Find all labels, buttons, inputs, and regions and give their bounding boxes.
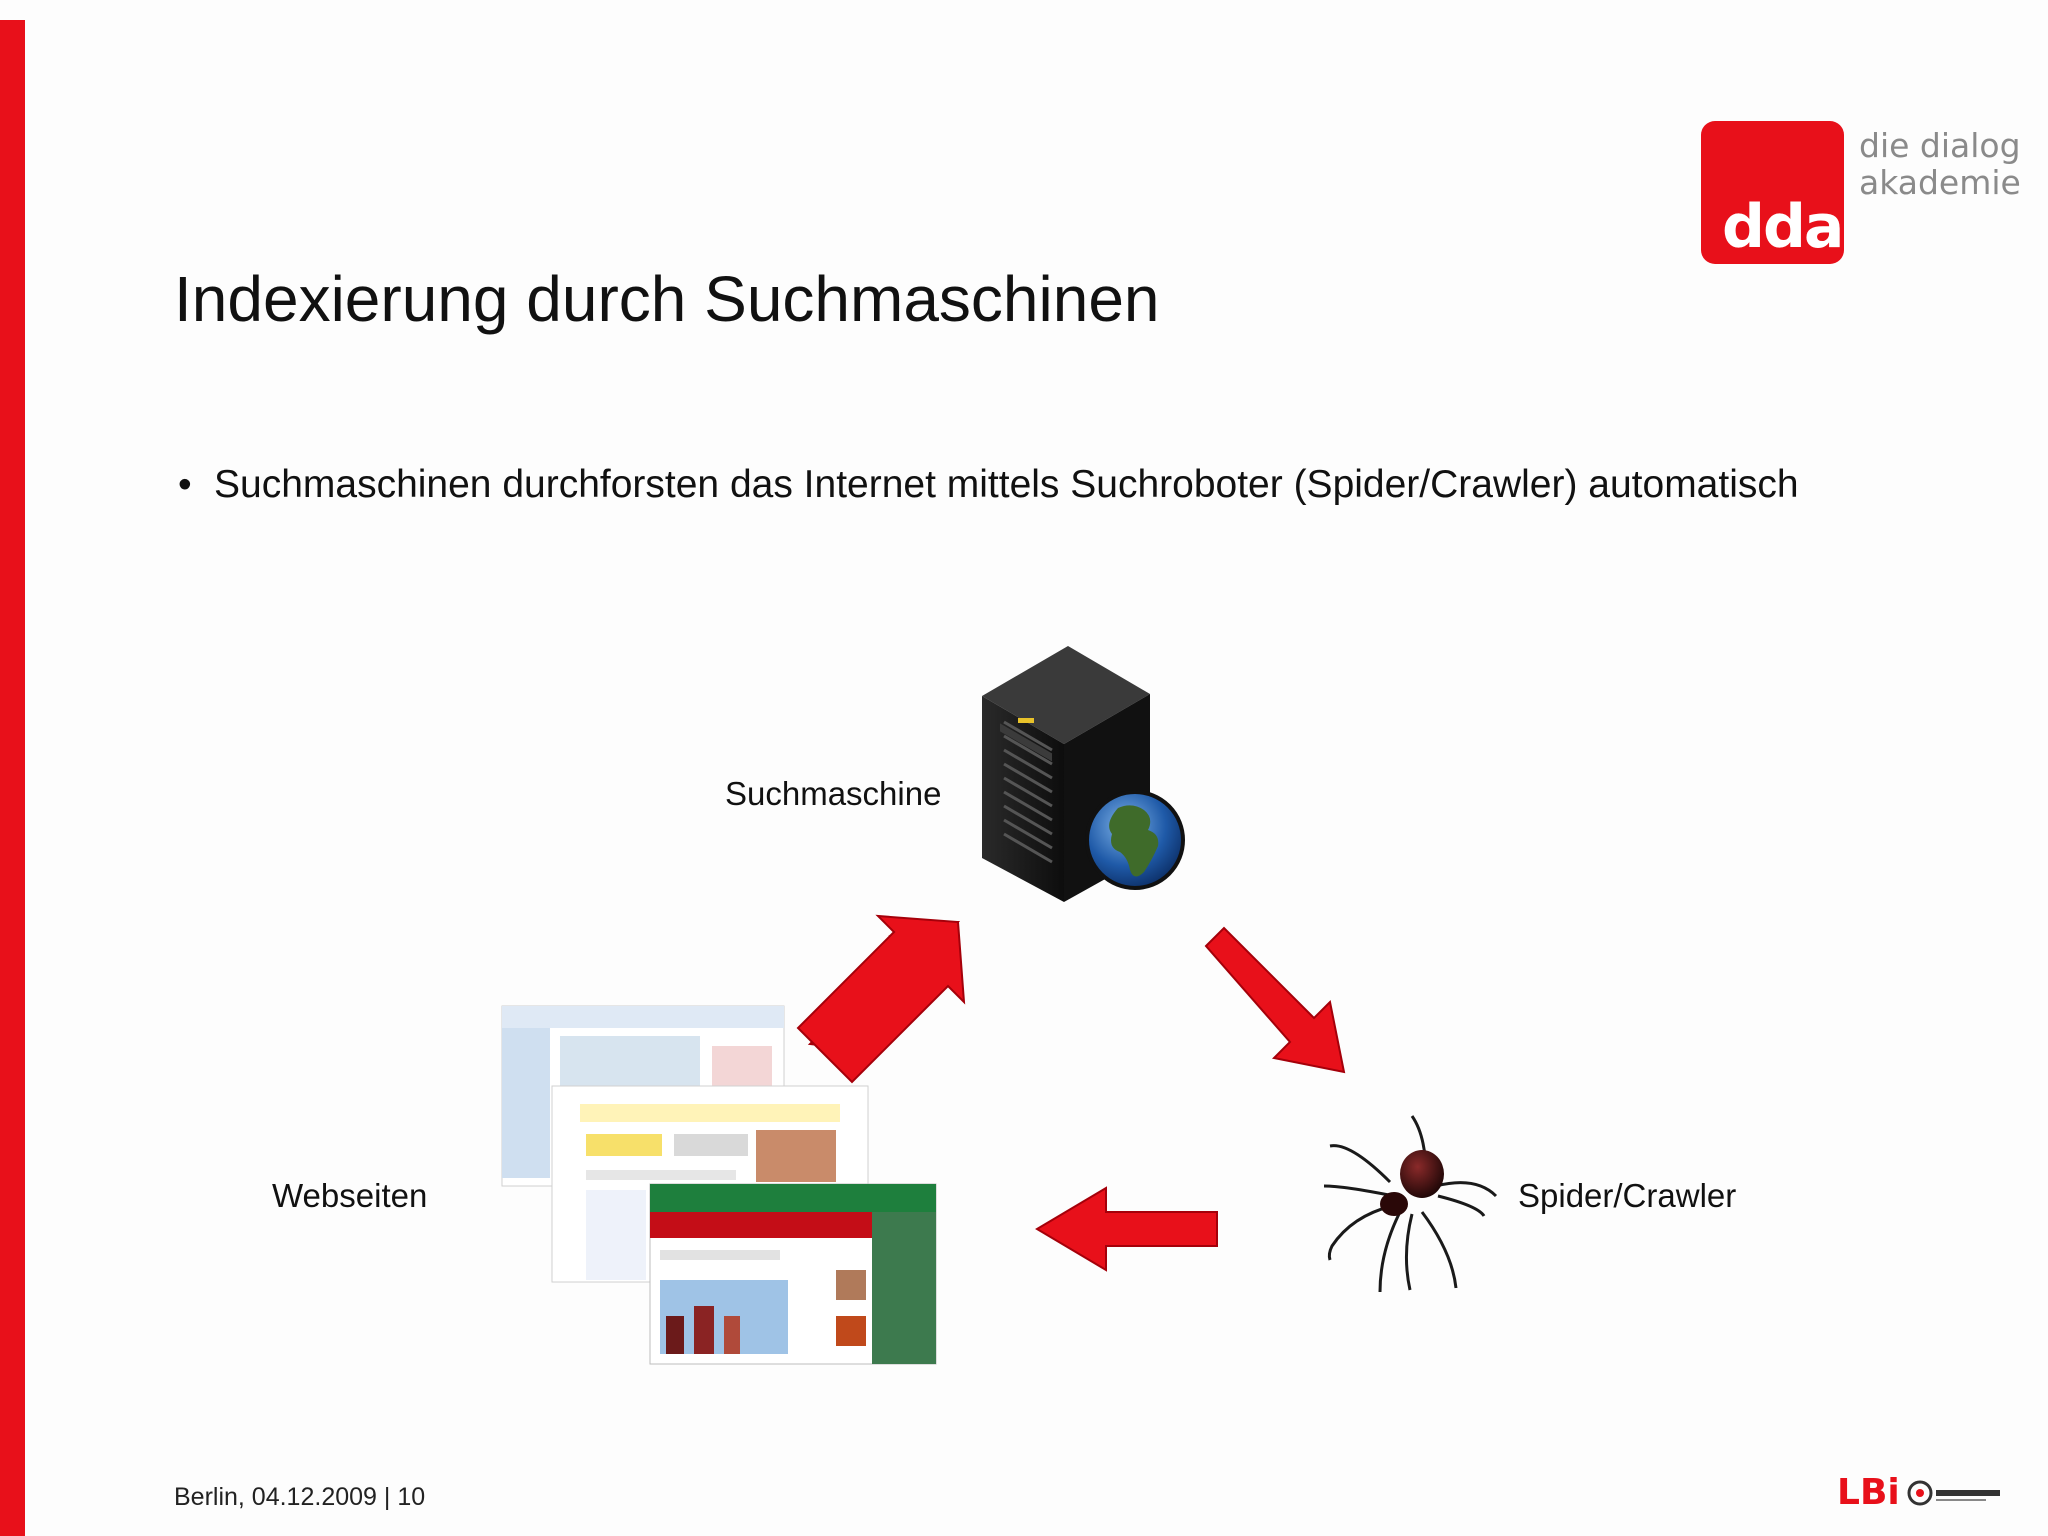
logo-line-1: die dialog — [1859, 126, 2021, 165]
globe-icon — [1085, 790, 1185, 890]
slide-title: Indexierung durch Suchmaschinen — [174, 263, 1160, 335]
arrow-websites-to-search-head — [796, 914, 966, 1084]
bullet-item: • Suchmaschinen durchforsten das Internet… — [178, 463, 1799, 507]
dda-logo-text: dda — [1722, 192, 1844, 262]
dda-logo-wordmark: die dialog akademie — [1859, 127, 2021, 201]
logo-line-2: akademie — [1859, 163, 2021, 202]
partner-logo-icon — [1907, 1480, 2000, 1506]
search-engine-label: Suchmaschine — [725, 775, 942, 812]
bullet-dot-icon: • — [178, 463, 192, 506]
websites-label: Webseiten — [272, 1177, 428, 1214]
lbi-logo: LBi — [1837, 1472, 1900, 1513]
arrow-spider-to-websites — [1035, 1186, 1218, 1272]
accent-stripe — [0, 20, 25, 1536]
dda-logo-mark — [1701, 121, 1844, 264]
spider-icon — [1323, 1115, 1498, 1293]
arrow-search-to-spider — [1204, 926, 1346, 1074]
bullet-text: Suchmaschinen durchforsten das Internet … — [214, 463, 1799, 506]
footer-text: Berlin, 04.12.2009 | 10 — [174, 1483, 426, 1511]
spider-label: Spider/Crawler — [1518, 1177, 1737, 1214]
websites-image — [501, 1005, 937, 1365]
